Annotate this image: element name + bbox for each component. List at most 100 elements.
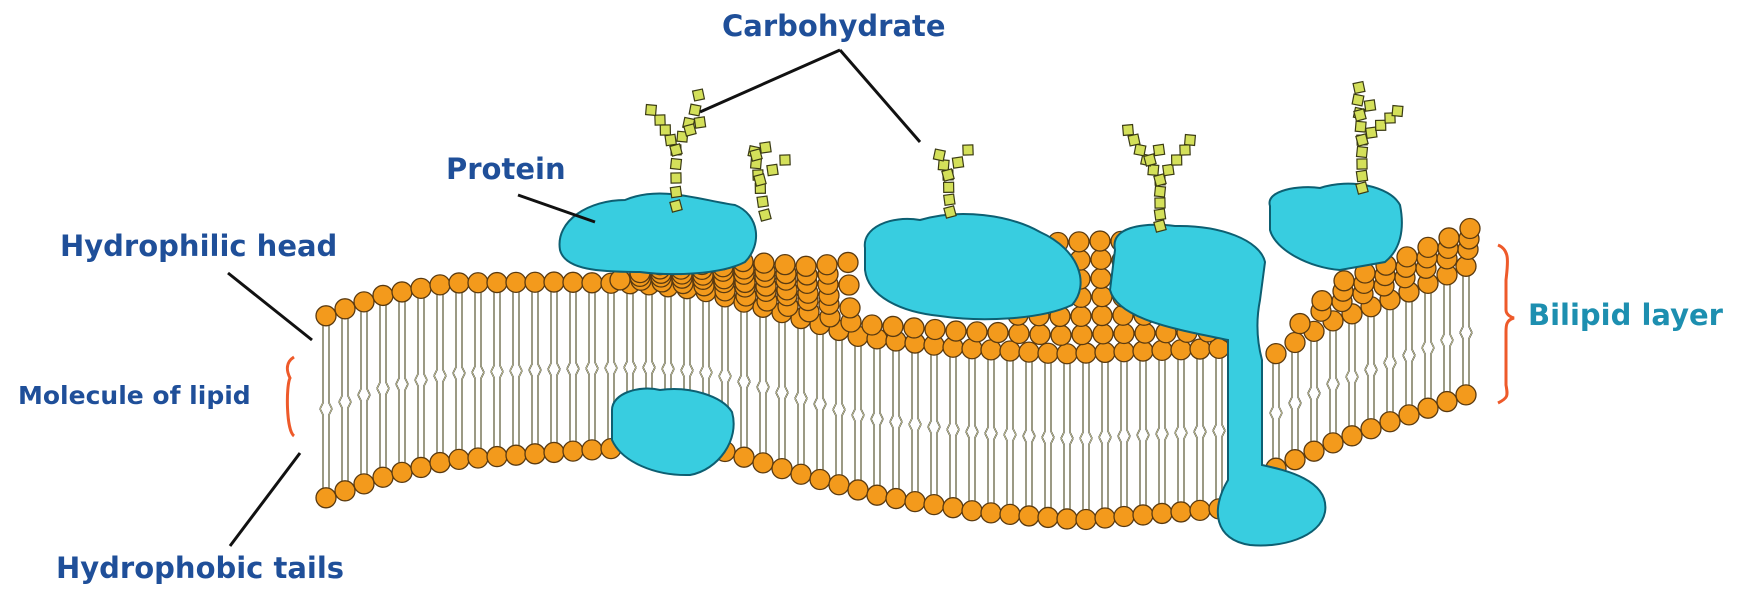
lipid-head (1057, 509, 1077, 529)
carbohydrate-chain-4 (1128, 134, 1140, 146)
lipid-head (487, 273, 507, 293)
carbohydrate-chain-1b (660, 125, 670, 135)
lipid-head (525, 272, 545, 292)
lipid-head (1133, 505, 1153, 525)
lipid-head (1397, 247, 1417, 267)
carbohydrate-chain-1b (655, 115, 665, 125)
carbohydrate-chain-5 (1355, 121, 1366, 132)
lipid-tail (1137, 361, 1149, 505)
lipid-head (817, 255, 837, 275)
lipid-head (988, 323, 1008, 343)
lipid-tail (1365, 317, 1377, 419)
lipid-head (411, 457, 431, 477)
lipid-head (1038, 343, 1058, 363)
lipid-head (1439, 228, 1459, 248)
lipid-head (1000, 504, 1020, 524)
lipid-head (354, 474, 374, 494)
lipid-tail (1384, 310, 1396, 412)
lipid-tail (1422, 293, 1434, 398)
lipid-head (335, 481, 355, 501)
lipid-tail (1118, 362, 1130, 507)
lipid-head (862, 315, 882, 335)
carbohydrate-chain-3 (944, 182, 954, 192)
lipid-head (335, 299, 355, 319)
lipid-head (796, 256, 816, 276)
lipid-tail (1441, 285, 1453, 392)
hydrophobic-tails-label: Hydrophobic tails (56, 554, 344, 583)
carbohydrate-chain-2c (760, 142, 771, 153)
lipid-head (775, 255, 795, 275)
lipid-head (563, 441, 583, 461)
lipid-head (1072, 325, 1092, 345)
carbohydrate-chain-4 (1154, 220, 1166, 232)
lipid-tail (567, 292, 579, 441)
lipid-head (316, 488, 336, 508)
lipid-tail (586, 293, 598, 440)
carbohydrate-chain-5 (1353, 82, 1365, 94)
carbohydrate-chain-2b (780, 155, 790, 165)
carbohydrate-chain-5c (1354, 109, 1366, 121)
lipid-head (1019, 506, 1039, 526)
lipid-head (506, 272, 526, 292)
lipid-head (1266, 344, 1286, 364)
lipid-head (1460, 219, 1480, 239)
carbohydrate-chain-4 (1154, 209, 1165, 220)
lipid-head (316, 306, 336, 326)
hydrophobic-tails-leader (230, 453, 300, 546)
carbohydrate-label: Carbohydrate (722, 12, 946, 41)
lipid-head (373, 467, 393, 487)
lipid-head (1342, 426, 1362, 446)
carbohydrate-chain-2b (767, 164, 778, 175)
lipid-head (582, 273, 602, 293)
lipid-head (1285, 450, 1305, 470)
lipid-tail (1004, 361, 1016, 504)
carbohydrate-chain-5 (1352, 94, 1364, 106)
lipid-head (582, 440, 602, 460)
lipid-head (1133, 341, 1153, 361)
protein-right (1270, 184, 1402, 270)
lipid-tail (472, 293, 484, 448)
lipid-head (1171, 502, 1191, 522)
lipid-tail (358, 312, 370, 474)
lipid-head (1069, 232, 1089, 252)
lipid-head (1092, 287, 1112, 307)
lipid-head (962, 501, 982, 521)
lipid-head (839, 275, 859, 295)
lipid-tail (1194, 359, 1206, 500)
lipid-head (1095, 342, 1115, 362)
protein-leader (518, 195, 595, 222)
lipid-tail (814, 335, 826, 470)
lipid-head (1361, 419, 1381, 439)
lipid-head (1091, 249, 1111, 269)
lipid-head (1456, 385, 1476, 405)
lipid-tail (1403, 302, 1415, 405)
lipid-head (1152, 503, 1172, 523)
lipid-tail (1346, 324, 1358, 426)
lipid-head (1304, 441, 1324, 461)
carbohydrate-chain-3 (944, 194, 955, 205)
lipid-head (1285, 333, 1305, 353)
lipid-head (1090, 231, 1110, 251)
bilipid-bracket (1498, 245, 1514, 403)
lipid-tail (529, 292, 541, 444)
lipid-tail (1042, 363, 1054, 507)
protein-lower (612, 389, 734, 476)
carbohydrate-chain-4 (1123, 125, 1134, 136)
carbohydrate-chain-3 (933, 149, 945, 161)
carbohydrate-chain-5 (1357, 159, 1367, 169)
lipid-tail (833, 340, 845, 474)
proteins-group (560, 184, 1402, 546)
lipid-tail (871, 349, 883, 485)
carbohydrate-chain-4b (1185, 135, 1196, 146)
lipid-head (1312, 291, 1332, 311)
lipid-head (525, 444, 545, 464)
lipid-head (1051, 325, 1071, 345)
lipid-tail (1175, 360, 1187, 502)
lipid-tails-group (320, 276, 1472, 509)
carbohydrate-chain-4b (1163, 164, 1174, 175)
lipid-head (1114, 506, 1134, 526)
lipid-head (449, 273, 469, 293)
carbohydrate-chain-1 (671, 159, 682, 170)
